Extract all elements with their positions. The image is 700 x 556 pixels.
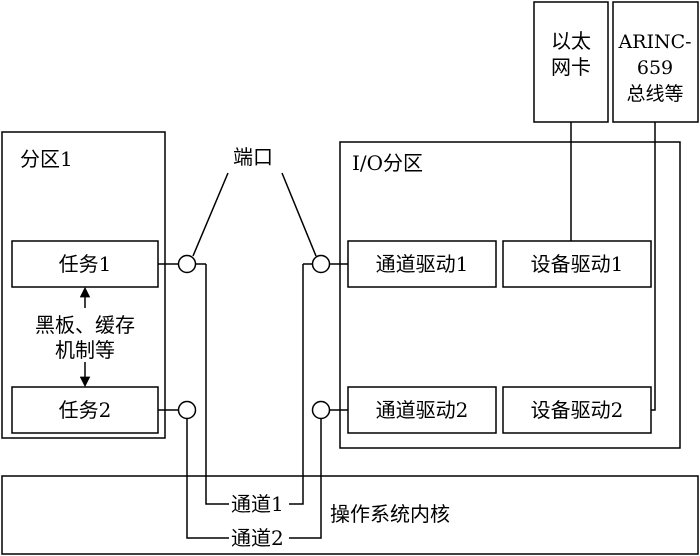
arinc-bus-line1: ARINC- (617, 31, 691, 53)
channel1-left-wire (205, 264, 229, 505)
device-driver1-label: 设备驱动1 (531, 252, 624, 276)
arinc-connector (651, 122, 656, 411)
io-partition-title: I/O分区 (352, 151, 423, 175)
channel2-label: 通道2 (231, 526, 284, 550)
channel-driver1-box (347, 240, 497, 288)
channel1-right-wire (289, 264, 304, 505)
task1-port (177, 254, 197, 274)
blackboard-line2: 机制等 (55, 338, 115, 362)
os-kernel-label: 操作系统内核 (330, 502, 450, 526)
device-driver2-box (502, 386, 652, 434)
io-port1 (311, 254, 331, 274)
arinc-bus-line2: 659 (637, 57, 673, 79)
io-port2 (311, 400, 331, 420)
device-driver2-label: 设备驱动2 (531, 398, 624, 422)
channel-driver2-label: 通道驱动2 (376, 398, 469, 422)
task2-label: 任务2 (59, 398, 112, 422)
channel-driver1-label: 通道驱动1 (376, 252, 469, 276)
os-kernel-box (1, 475, 699, 555)
ethernet-card-line2: 网卡 (551, 55, 591, 79)
ethernet-card-box (533, 1, 609, 123)
device-driver1-box (502, 240, 652, 288)
channel1-label: 通道1 (231, 492, 284, 516)
partition1-title: 分区1 (20, 147, 73, 171)
channel2-left-wire (186, 419, 229, 539)
task2-port (177, 400, 197, 420)
ethernet-card-line1: 以太 (551, 29, 591, 53)
port-pointer-right (281, 172, 317, 257)
channel2-right-wire (289, 419, 322, 539)
task1-label: 任务1 (59, 252, 112, 276)
port-pointer-left (192, 172, 229, 257)
port-label: 端口 (233, 145, 273, 169)
arinc-bus-line3: 总线等 (626, 83, 683, 105)
blackboard-line1: 黑板、缓存 (35, 313, 135, 337)
channel-driver2-box (347, 386, 497, 434)
arinc-bus-box (612, 1, 699, 123)
task1-box (11, 240, 159, 288)
